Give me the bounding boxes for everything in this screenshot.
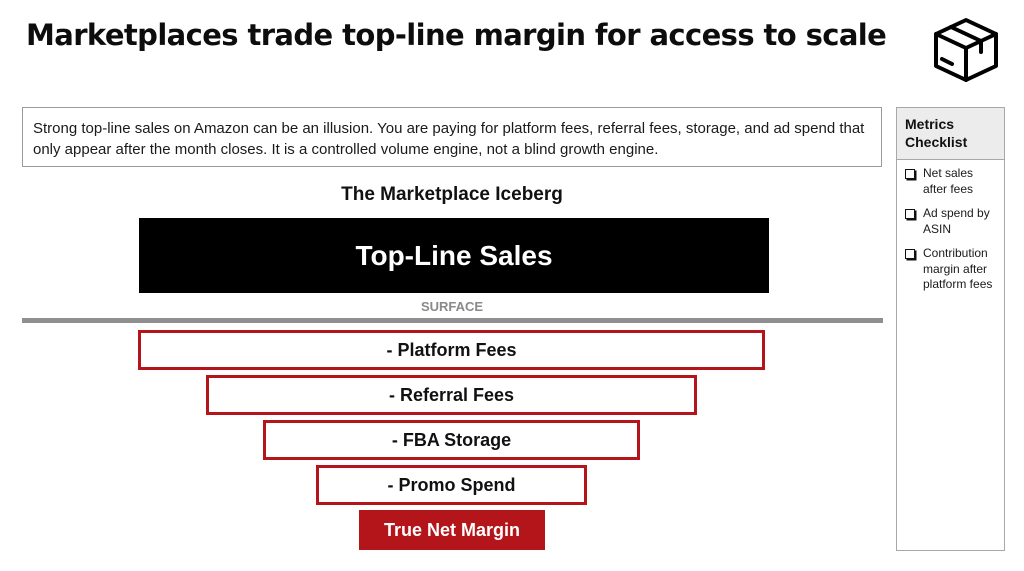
top-line-sales-label: Top-Line Sales xyxy=(355,239,553,271)
checklist-item: Contribution margin after platform fees xyxy=(905,246,1000,293)
intro-text: Strong top-line sales on Amazon can be a… xyxy=(22,107,882,167)
checklist-item: Net sales after fees xyxy=(905,166,1000,197)
diagram-title: The Marketplace Iceberg xyxy=(341,184,563,205)
checklist-items: Net sales after fees Ad spend by ASIN Co… xyxy=(897,160,1004,293)
top-line-sales-band: Top-Line Sales xyxy=(139,218,769,293)
checkbox-icon xyxy=(905,169,915,179)
checklist-item-label: Ad spend by ASIN xyxy=(923,206,990,236)
platform-fees-layer: - Platform Fees xyxy=(138,330,765,370)
metrics-checklist: Metrics Checklist Net sales after fees A… xyxy=(896,107,1005,551)
promo-spend-layer: - Promo Spend xyxy=(316,465,587,505)
slide-title: Marketplaces trade top-line margin for a… xyxy=(26,18,887,52)
checklist-title: Metrics Checklist xyxy=(897,108,1004,160)
checkbox-icon xyxy=(905,249,915,259)
surface-label: SURFACE xyxy=(420,299,484,314)
package-box-icon xyxy=(934,18,998,82)
surface-line xyxy=(22,318,883,323)
checklist-item: Ad spend by ASIN xyxy=(905,206,1000,237)
checklist-item-label: Net sales after fees xyxy=(923,166,974,196)
checkbox-icon xyxy=(905,209,915,219)
checklist-item-label: Contribution margin after platform fees xyxy=(923,246,993,291)
true-net-margin-block: True Net Margin xyxy=(359,510,545,550)
referral-fees-layer: - Referral Fees xyxy=(206,375,697,415)
fba-storage-layer: - FBA Storage xyxy=(263,420,640,460)
